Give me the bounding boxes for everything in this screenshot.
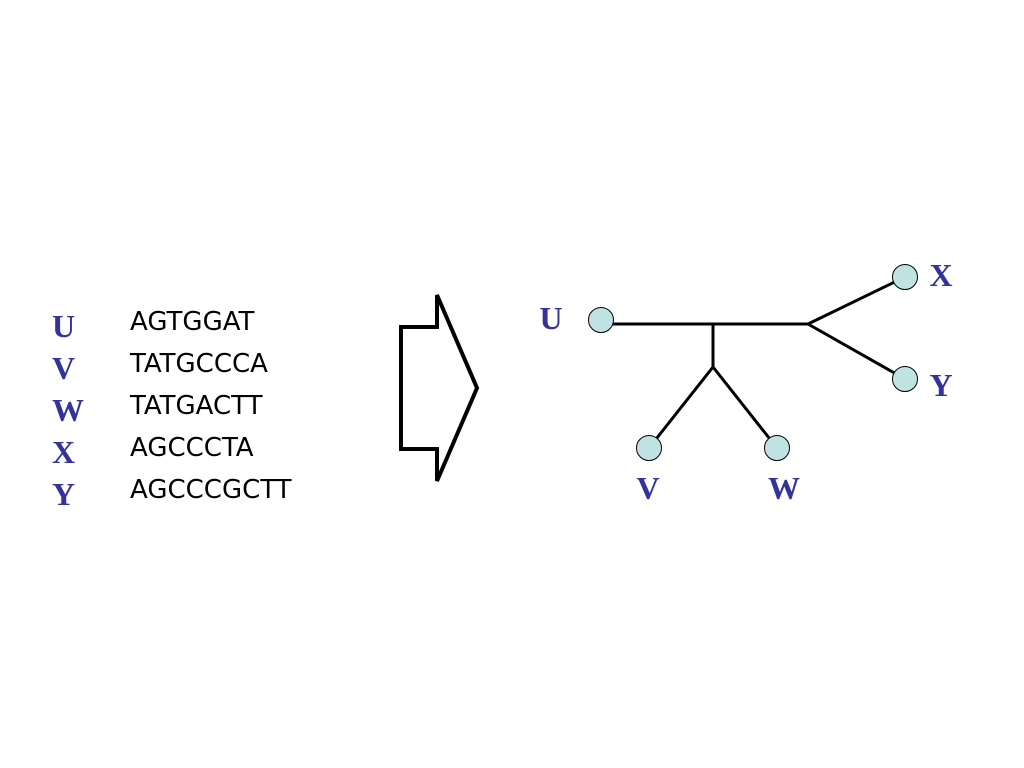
sequence-row-v: V TATGCCCA	[0, 348, 400, 388]
leaf-label-u: U	[539, 300, 562, 336]
sequence-text: AGTGGAT	[130, 307, 255, 337]
sequence-text: TATGCCCA	[130, 349, 268, 379]
taxon-label: Y	[52, 476, 76, 512]
sequence-row-u: U AGTGGAT	[0, 306, 400, 346]
sequence-row-x: X AGCCCTA	[0, 432, 400, 472]
sequence-row-w: W TATGACTT	[0, 390, 400, 430]
block-arrow-icon	[399, 294, 480, 482]
leaf-node-v	[636, 435, 662, 461]
tree-nodes	[588, 264, 918, 461]
taxon-label: U	[52, 308, 76, 344]
leaf-label-w: W	[768, 470, 800, 506]
sequence-text: TATGACTT	[130, 391, 263, 421]
tree-edges	[599, 275, 907, 450]
leaf-label-v: V	[636, 470, 659, 506]
leaf-node-x	[892, 264, 918, 290]
edge-v	[647, 365, 715, 450]
edge-y	[806, 322, 907, 381]
leaf-label-y: Y	[929, 367, 952, 403]
leaf-node-w	[764, 435, 790, 461]
sequence-text: AGCCCTA	[130, 433, 254, 463]
leaf-node-u	[588, 307, 614, 333]
sequence-row-y: Y AGCCCGCTT	[0, 474, 400, 514]
taxon-label: W	[52, 392, 84, 428]
taxon-label: X	[52, 434, 76, 470]
leaf-node-y	[892, 366, 918, 392]
taxon-label: V	[52, 350, 76, 386]
edge-x	[806, 275, 907, 326]
leaf-label-x: X	[929, 257, 952, 293]
edge-w	[711, 365, 779, 450]
sequence-text: AGCCCGCTT	[130, 475, 292, 505]
